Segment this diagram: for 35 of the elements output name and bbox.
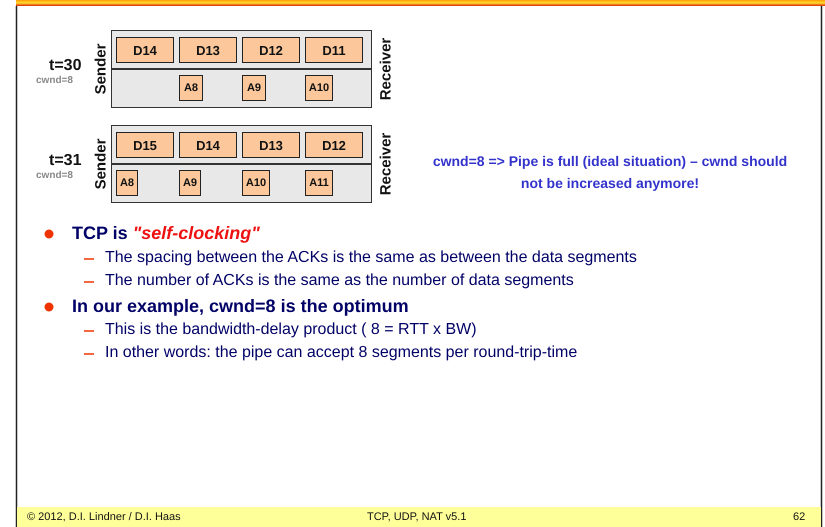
time-label: t=31	[49, 152, 82, 170]
ack-segment: A8	[116, 170, 138, 196]
bullet-text: In our example, cwnd=8 is the optimum	[72, 296, 409, 317]
sub-bullet-text: In other words: the pipe can accept 8 segments per round-trip-time	[105, 344, 578, 362]
data-segment: D15	[116, 132, 174, 158]
cwnd-label: cwnd=8	[36, 170, 73, 181]
ack-segment: A8	[179, 75, 203, 101]
course-title-text: TCP, UDP, NAT v5.1	[367, 511, 466, 523]
copyright-text: © 2012, D.I. Lindner / D.I. Haas	[27, 511, 181, 523]
ack-segment: A10	[305, 75, 333, 101]
data-segment: D14	[179, 132, 237, 158]
ack-segment: A11	[305, 170, 333, 196]
data-segment: D12	[305, 132, 363, 158]
cwnd-label: cwnd=8	[36, 75, 73, 86]
page-number: 62	[793, 511, 806, 523]
bullet-text: TCP is "self-clocking"	[72, 223, 260, 244]
data-segment: D13	[242, 132, 300, 158]
receiver-label: Receiver	[378, 38, 394, 100]
ack-segment: A10	[242, 170, 270, 196]
pipe-box	[111, 125, 372, 203]
sub-bullet-text: This is the bandwidth-delay product ( 8 = RTT x BW)	[105, 321, 477, 339]
sender-label: Sender	[92, 138, 110, 190]
pipe-box	[111, 30, 372, 108]
sub-bullet-text: The spacing between the ACKs is the same as between the data segments	[105, 249, 637, 267]
ack-segment: A9	[179, 170, 201, 196]
receiver-label: Receiver	[378, 132, 394, 196]
data-segment: D13	[179, 37, 237, 63]
data-segment: D11	[305, 37, 363, 63]
ack-segment: A9	[242, 75, 266, 101]
data-segment: D14	[116, 37, 174, 63]
note-text: cwnd=8 => Pipe is full (ideal situation) – cwnd should not be increased anymore!	[432, 152, 788, 193]
data-segment: D12	[242, 37, 300, 63]
time-label: t=30	[49, 57, 82, 75]
sender-label: Sender	[92, 44, 110, 94]
sub-bullet-text: The number of ACKs is the same as the number of data segments	[105, 272, 574, 290]
